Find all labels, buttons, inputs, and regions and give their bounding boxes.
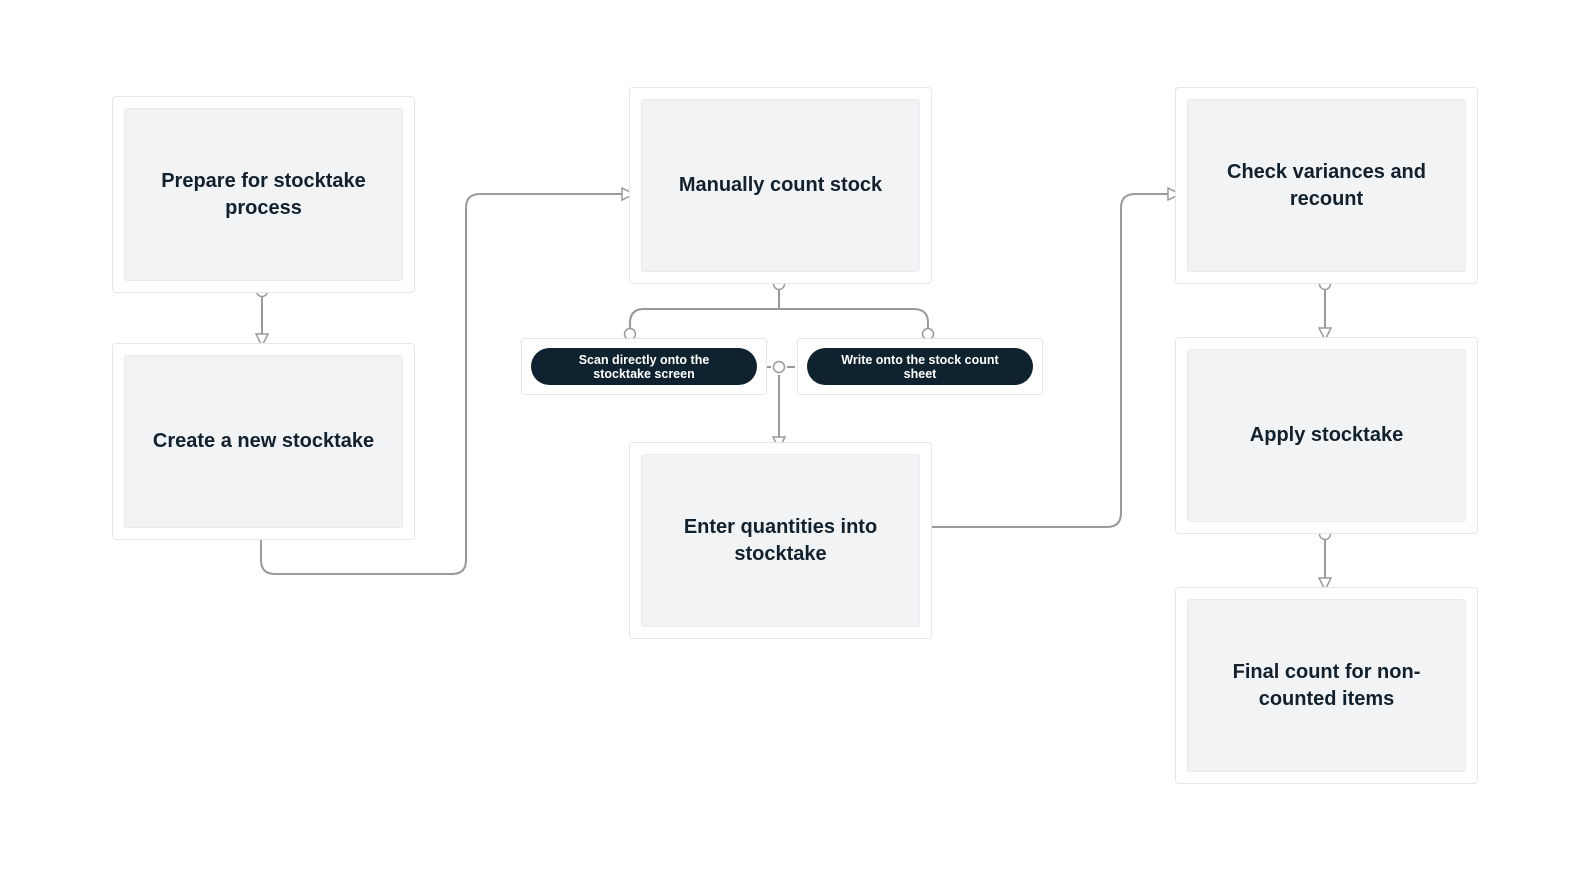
step-enter-quantities[interactable]: Enter quantities into stocktake — [629, 442, 932, 639]
connector-enter-check — [932, 194, 1180, 528]
step-check-variances[interactable]: Check variances and recount — [1175, 87, 1478, 284]
option-write-pill: Write onto the stock count sheet — [807, 348, 1033, 385]
option-label: Write onto the stock count sheet — [841, 352, 999, 381]
connector-options-enter — [765, 366, 795, 449]
step-manual-count[interactable]: Manually count stock — [629, 87, 932, 284]
connector-count-options — [629, 290, 929, 330]
step-enter-quantities-body: Enter quantities into stocktake — [641, 454, 920, 627]
step-label: Manually count stock — [678, 174, 883, 196]
step-check-variances-body: Check variances and recount — [1187, 99, 1466, 272]
step-label: Check variances and recount — [1227, 160, 1426, 210]
step-final-count-body: Final count for non-counted items — [1187, 599, 1466, 772]
step-label: Prepare for stocktake process — [161, 169, 366, 219]
step-prepare-body: Prepare for stocktake process — [124, 108, 403, 281]
option-label: Scan directly onto the stocktake screen — [578, 352, 710, 381]
step-label: Apply stocktake — [1249, 424, 1404, 446]
step-label: Create a new stocktake — [152, 430, 375, 452]
step-prepare[interactable]: Prepare for stocktake process — [112, 96, 415, 293]
step-apply[interactable]: Apply stocktake — [1175, 337, 1478, 534]
option-scan[interactable]: Scan directly onto the stocktake screen — [521, 338, 767, 395]
port-circle — [772, 360, 786, 374]
step-apply-body: Apply stocktake — [1187, 349, 1466, 522]
step-label: Enter quantities into stocktake — [683, 515, 878, 565]
step-final-count[interactable]: Final count for non-counted items — [1175, 587, 1478, 784]
connector-create-count — [260, 194, 634, 575]
step-label: Final count for non-counted items — [1232, 660, 1421, 710]
option-scan-pill: Scan directly onto the stocktake screen — [531, 348, 757, 385]
step-create[interactable]: Create a new stocktake — [112, 343, 415, 540]
step-manual-count-body: Manually count stock — [641, 99, 920, 272]
step-create-body: Create a new stocktake — [124, 355, 403, 528]
option-write[interactable]: Write onto the stock count sheet — [797, 338, 1043, 395]
